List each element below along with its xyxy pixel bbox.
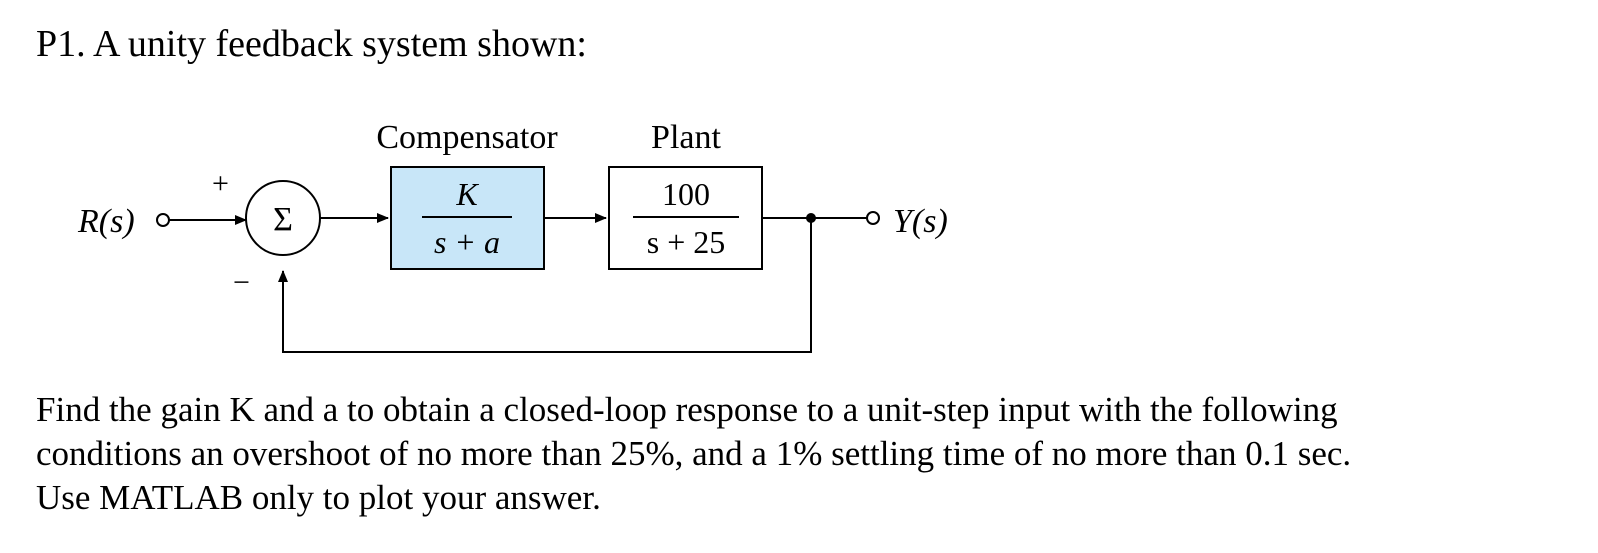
plant-block: 100 s + 25 — [608, 166, 763, 270]
problem-statement: Find the gain K and a to obtain a closed… — [36, 388, 1576, 520]
problem-title: P1. A unity feedback system shown: — [36, 23, 587, 65]
problem-line-2: conditions an overshoot of no more than … — [36, 434, 1352, 473]
compensator-caption: Compensator — [376, 119, 558, 156]
compensator-denominator: s + a — [434, 224, 500, 260]
input-label: R(s) — [77, 203, 135, 240]
plus-sign: + — [212, 167, 229, 200]
input-terminal — [156, 213, 170, 227]
summing-symbol: Σ — [273, 201, 293, 238]
compensator-numerator: K — [455, 176, 479, 212]
compensator-block: K s + a — [390, 166, 545, 270]
feedback-path — [278, 218, 812, 353]
plant-denominator: s + 25 — [647, 224, 726, 260]
plant-numerator: 100 — [662, 176, 710, 212]
plant-caption: Plant — [651, 119, 721, 156]
problem-line-3: Use MATLAB only to plot your answer. — [36, 478, 601, 517]
summing-junction: Σ — [245, 180, 321, 256]
output-label: Y(s) — [893, 203, 948, 240]
problem-line-1: Find the gain K and a to obtain a closed… — [36, 390, 1338, 429]
output-terminal — [866, 211, 880, 225]
minus-sign: − — [233, 266, 250, 299]
